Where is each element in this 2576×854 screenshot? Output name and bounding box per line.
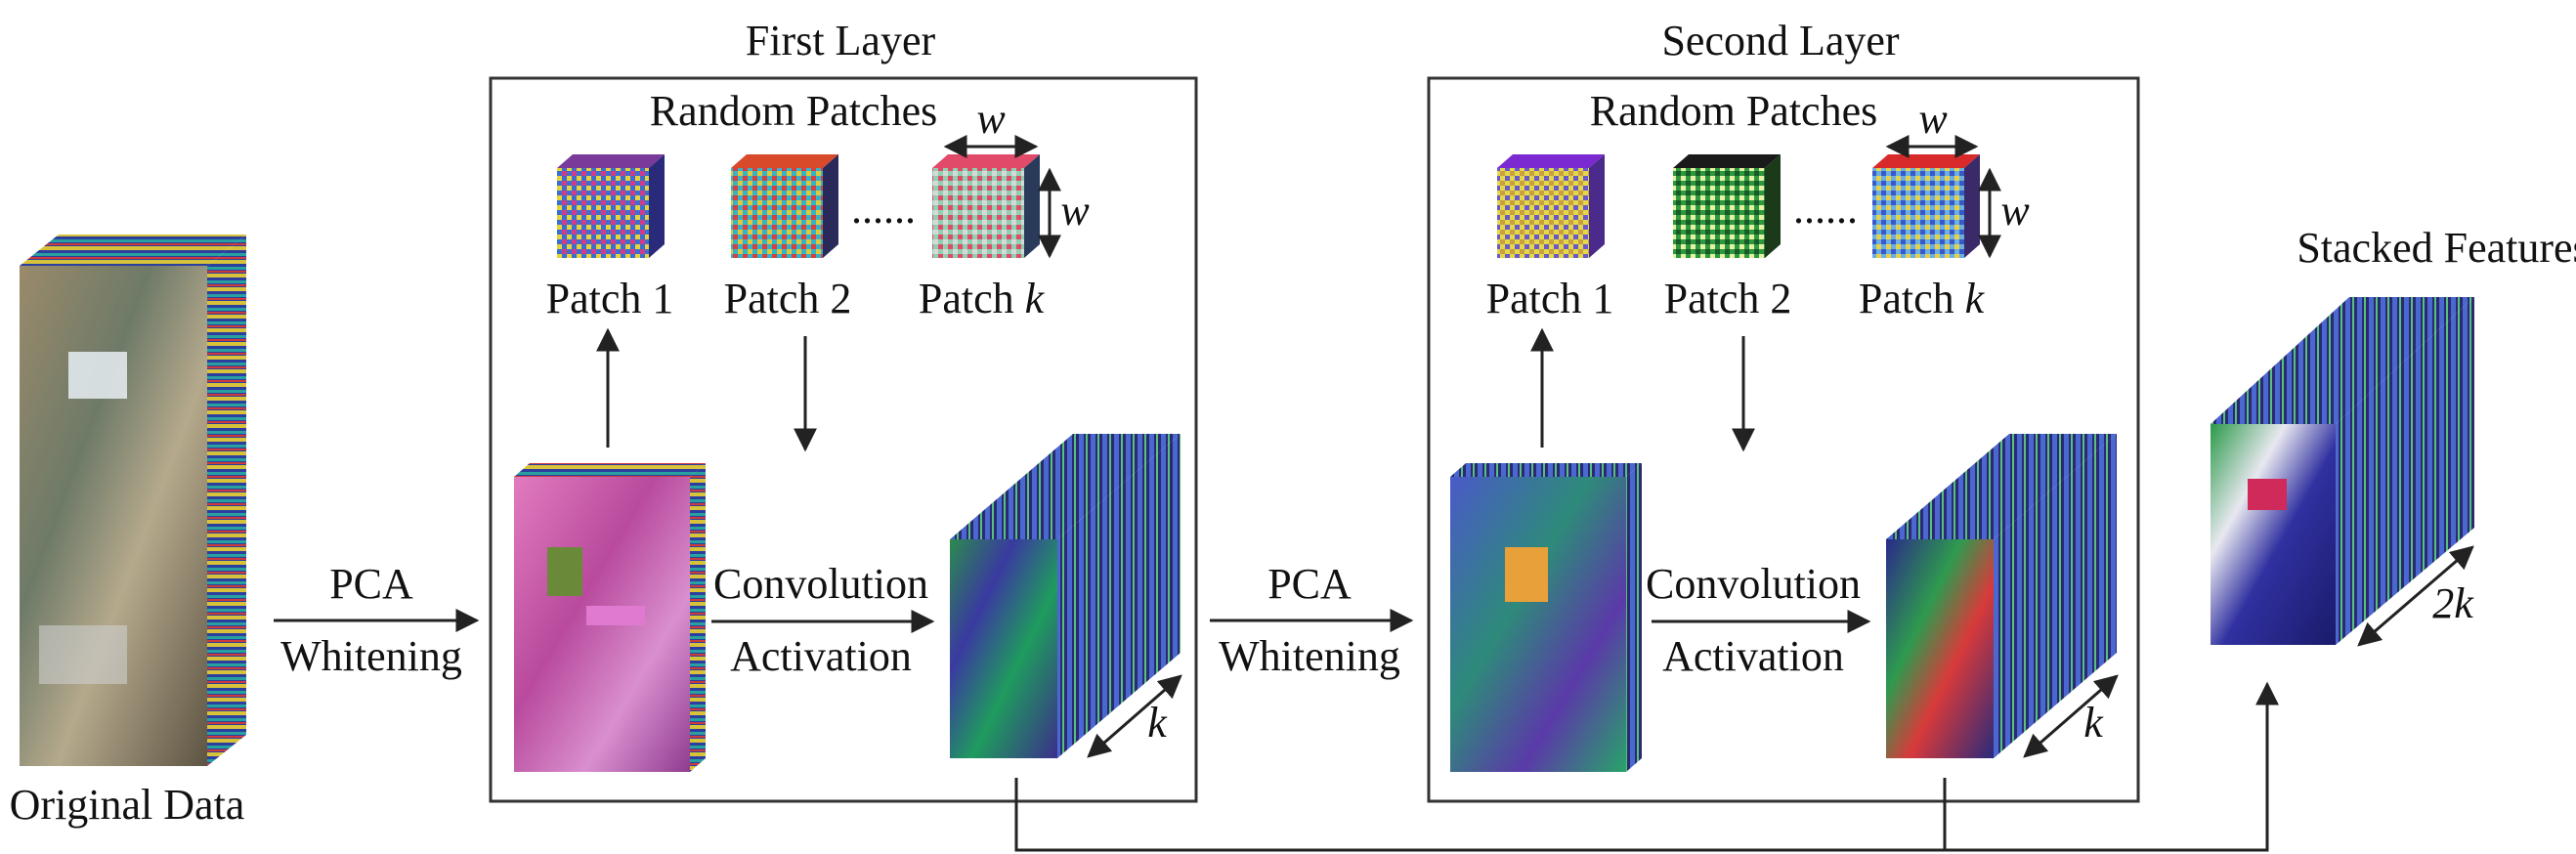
- w-height-label-2: w: [2000, 187, 2030, 235]
- w-width-label-2: w: [1918, 95, 1948, 143]
- second-layer-title: Second Layer: [1661, 17, 1899, 64]
- pca-whitened-image-2: [1450, 463, 1642, 772]
- original-data-label: Original Data: [10, 781, 245, 829]
- first-layer-box: [489, 76, 1198, 803]
- patch-1-cube-l2: [1497, 154, 1605, 258]
- stacking-connector: [1014, 681, 2279, 852]
- k-depth-label-1: k: [1147, 699, 1168, 747]
- patch-k-cube: [932, 154, 1040, 258]
- cube-side-face: [207, 235, 246, 766]
- k-depth-arrow-1: [1087, 674, 1182, 758]
- whitening2-label: Whitening: [1219, 632, 1400, 680]
- patch-2-cube: [731, 154, 838, 258]
- patch-k-label-l1: Patch k: [919, 275, 1046, 322]
- patch-1-label-l2: Patch 1: [1486, 275, 1614, 322]
- patch-k-label-l2: Patch k: [1859, 275, 1986, 322]
- k-depth-arrow-2: [2023, 674, 2119, 758]
- 2k-depth-label: 2k: [2432, 579, 2474, 627]
- patch-dots-2: ......: [1793, 185, 1858, 233]
- original-data-cube: [20, 235, 246, 766]
- patch-k-cube-l2: [1872, 154, 1980, 258]
- whitening1-label: Whitening: [280, 632, 462, 680]
- activation2-label: Activation: [1662, 632, 1844, 680]
- building-block: [68, 352, 127, 399]
- convolution2-label: Convolution: [1646, 560, 1861, 608]
- patch-dots-1: ......: [851, 185, 916, 233]
- feature-map-cube-2: [1886, 434, 2117, 758]
- w-height-label-1: w: [1060, 187, 1090, 235]
- second-layer-box: [1427, 76, 2140, 803]
- pca2-label: PCA: [1267, 560, 1352, 608]
- activation1-label: Activation: [730, 632, 912, 680]
- feature-map-cube-1: [950, 434, 1181, 758]
- 2k-depth-arrow: [2357, 545, 2474, 647]
- first-layer-title: First Layer: [746, 17, 936, 64]
- stacked-features-title: Stacked Features: [2297, 224, 2576, 272]
- patch-2-label-l1: Patch 2: [724, 275, 852, 322]
- w-width-label-1: w: [976, 95, 1006, 143]
- patch-1-cube: [557, 154, 665, 258]
- random-patches-title-2: Random Patches: [1590, 87, 1878, 135]
- pca1-label: PCA: [329, 560, 413, 608]
- cube-front-face: [20, 266, 207, 766]
- pca-whitened-image-1: [514, 463, 706, 772]
- patch-2-cube-l2: [1673, 154, 1781, 258]
- random-patches-title-1: Random Patches: [650, 87, 938, 135]
- patch-2-label-l2: Patch 2: [1664, 275, 1792, 322]
- convolution1-label: Convolution: [713, 560, 928, 608]
- k-depth-label-2: k: [2083, 699, 2104, 747]
- patch-1-label-l1: Patch 1: [546, 275, 674, 322]
- cube-top-face: [20, 235, 246, 266]
- building-block: [39, 625, 127, 684]
